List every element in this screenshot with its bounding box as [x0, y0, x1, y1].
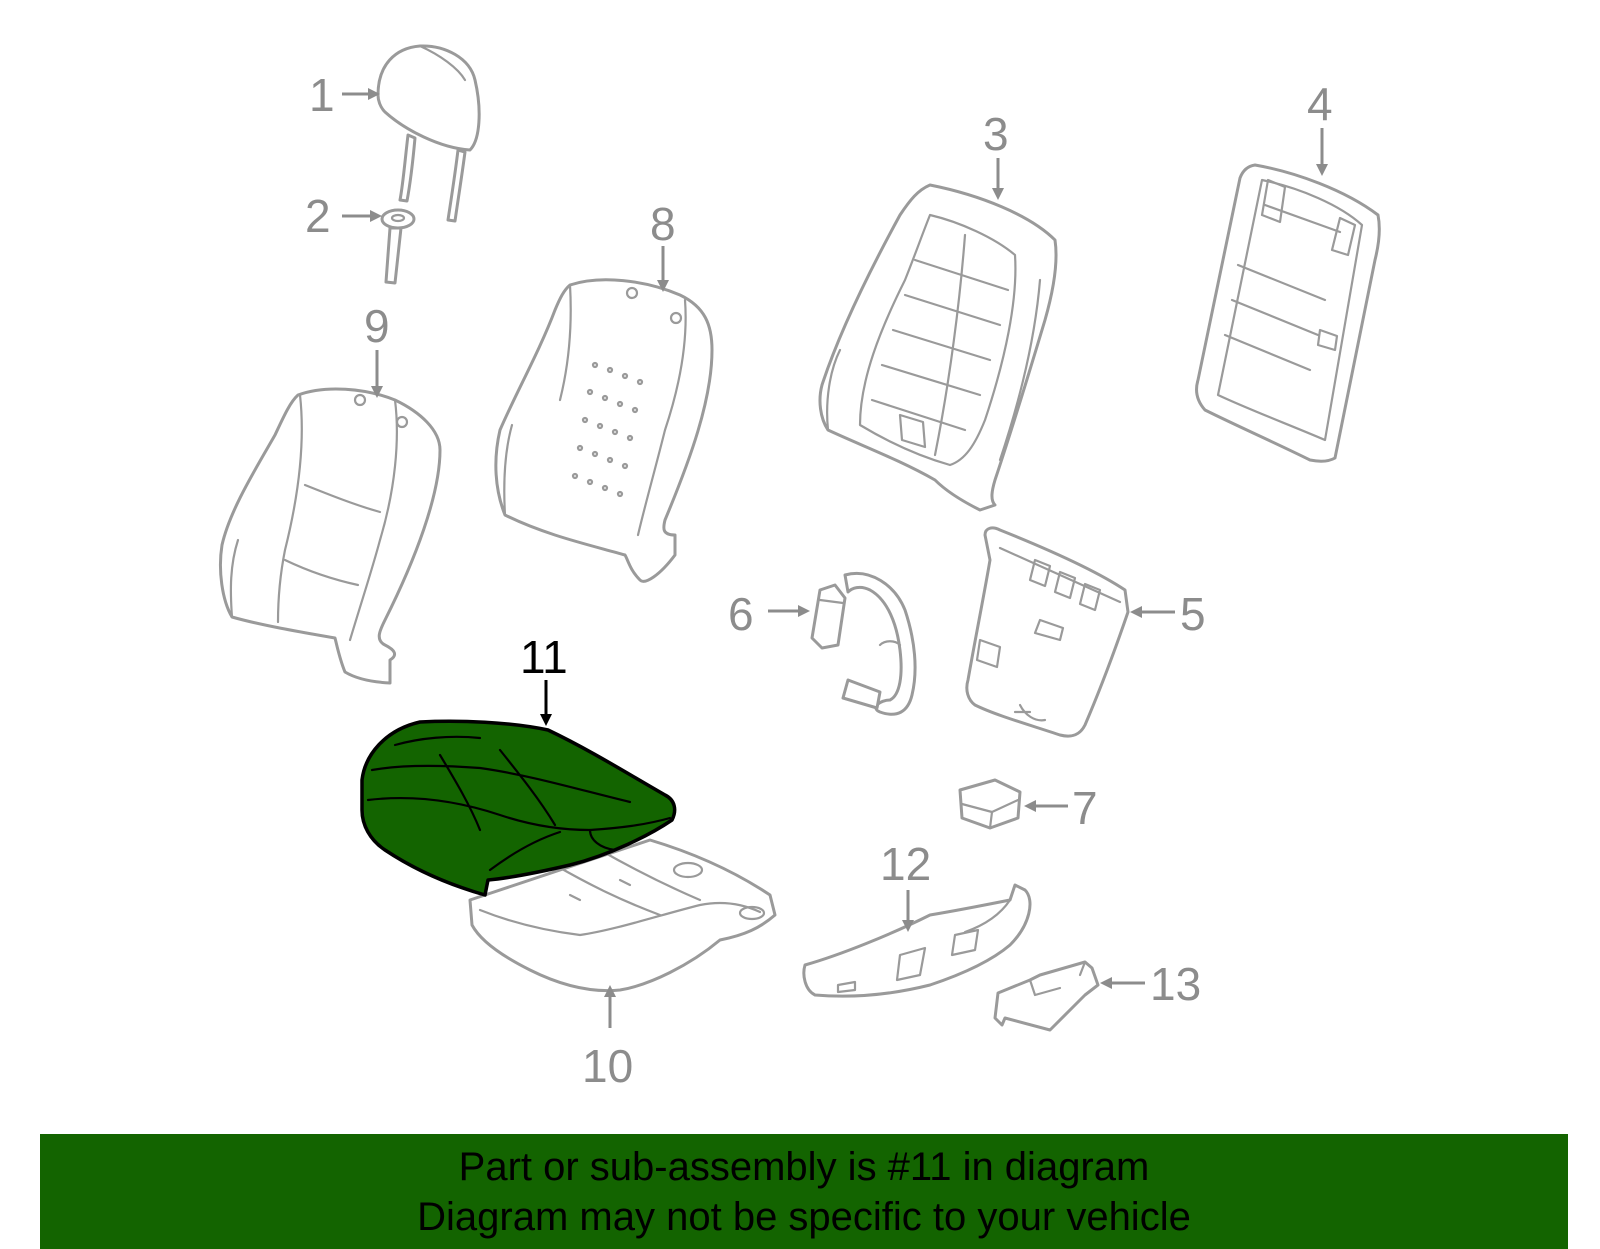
callout-6: 6	[728, 588, 754, 640]
callout-7: 7	[1072, 782, 1098, 834]
callout-3: 3	[983, 108, 1009, 160]
part-4-rear-panel[interactable]	[1195, 163, 1381, 463]
part-13-bracket[interactable]	[993, 960, 1100, 1032]
callout-labels: 1 2 3 4 5 6 7 8 9 10 11 12 13	[305, 69, 1333, 1092]
callout-8: 8	[650, 198, 676, 250]
callout-arrows	[342, 88, 1328, 1028]
info-banner: Part or sub-assembly is #11 in diagram D…	[40, 1134, 1568, 1249]
part-3-seat-back-frame[interactable]	[818, 183, 1058, 512]
part-1-headrest[interactable]	[376, 44, 481, 223]
callout-11: 11	[520, 631, 568, 683]
part-9-seat-back-cover[interactable]	[218, 387, 442, 685]
cushion-perforations	[571, 361, 644, 498]
callout-12: 12	[880, 838, 931, 890]
part-5-lumbar-support[interactable]	[965, 526, 1130, 738]
banner-line-part-number: Part or sub-assembly is #11 in diagram	[458, 1145, 1150, 1189]
banner-line-disclaimer: Diagram may not be specific to your vehi…	[417, 1195, 1191, 1239]
callout-1: 1	[309, 69, 335, 121]
part-10-seat-cushion-pan[interactable]	[468, 838, 777, 993]
callout-10: 10	[582, 1040, 633, 1092]
callout-5: 5	[1180, 588, 1206, 640]
callout-4: 4	[1307, 78, 1333, 130]
part-6-wiring-harness[interactable]	[810, 572, 917, 716]
part-11-seat-cushion-highlighted[interactable]	[360, 719, 677, 897]
callout-9: 9	[364, 300, 390, 352]
seat-parts-diagram: 1 2 3 4 5 6 7 8 9 10 11 12 13	[218, 44, 1381, 1092]
part-2-guide-sleeve[interactable]	[380, 208, 416, 285]
part-7-control-module[interactable]	[958, 778, 1022, 830]
callout-13: 13	[1150, 958, 1201, 1010]
part-8-seat-back-cushion[interactable]	[494, 278, 714, 583]
part-12-side-trim-panel[interactable]	[802, 883, 1032, 998]
callout-2: 2	[305, 190, 331, 242]
